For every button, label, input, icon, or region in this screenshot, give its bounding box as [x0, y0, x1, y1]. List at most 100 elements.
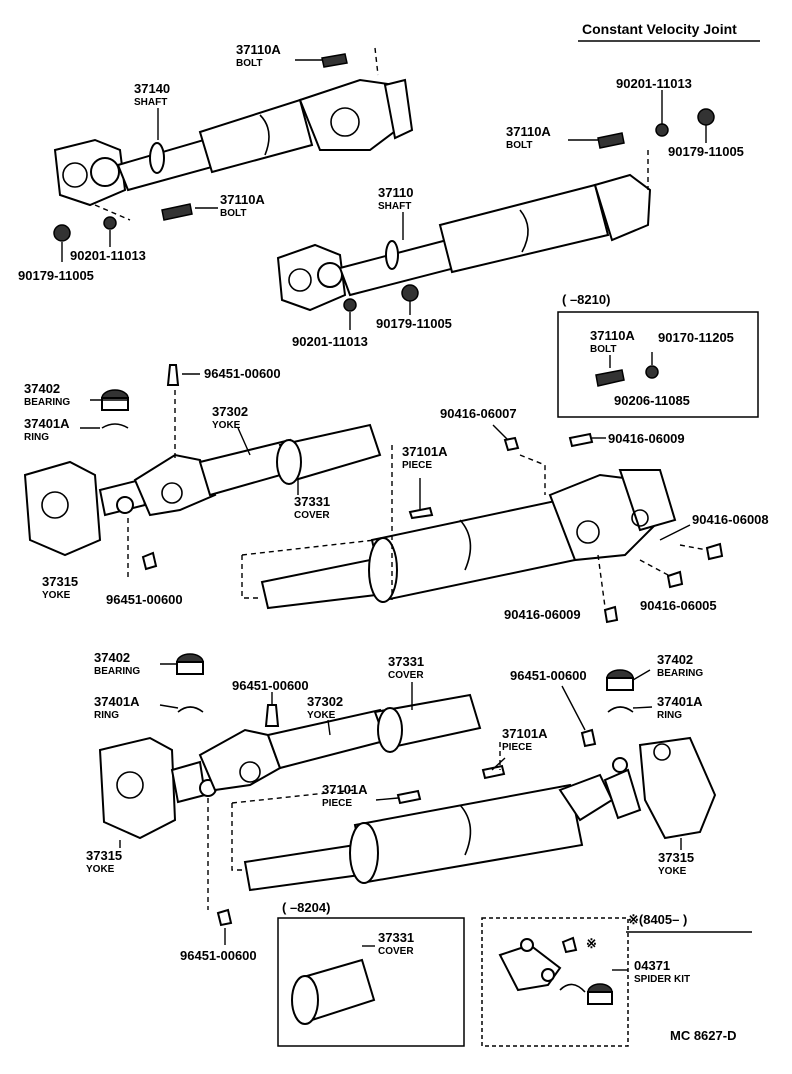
part-number: 90416-06005 — [640, 598, 717, 613]
labels-group2: 90201-11013 37110A BOLT 90179-11005 3711… — [292, 76, 744, 349]
leader-line — [632, 706, 653, 709]
part-name: YOKE — [307, 710, 336, 721]
part-name: BOLT — [590, 344, 616, 355]
shaft-assembly-37140 — [53, 47, 414, 262]
grease-fitting-icon — [666, 570, 684, 589]
ring-icon — [559, 983, 586, 993]
grease-fitting-icon — [166, 364, 180, 386]
diagram-title: Constant Velocity Joint — [582, 21, 737, 37]
part-name: BEARING — [94, 666, 140, 677]
part-name: BOLT — [236, 58, 262, 69]
labels-group3: 96451-00600 37402 BEARING 37401A RING 37… — [24, 366, 769, 622]
cover-lip — [377, 707, 403, 753]
nut-icon — [645, 365, 659, 379]
part-number: 37110 — [378, 185, 413, 200]
cover-lip — [276, 439, 302, 485]
part-number: 37101A — [502, 726, 548, 741]
part-name: SPIDER KIT — [634, 974, 690, 985]
part-name: YOKE — [42, 590, 71, 601]
yoke-bore — [161, 482, 183, 504]
flange-hole — [653, 743, 671, 761]
flange-bore — [116, 771, 144, 799]
part-number: 96451-00600 — [204, 366, 281, 381]
part-number: 90179-11005 — [376, 316, 452, 331]
part-name: COVER — [294, 510, 330, 521]
part-number: 90201-11013 — [70, 248, 146, 263]
ring-icon — [607, 706, 634, 713]
spline-shaft — [243, 843, 362, 892]
tube-cut — [459, 519, 472, 571]
part-number: 90170-11205 — [658, 330, 734, 345]
part-number: 37101A — [402, 444, 448, 459]
part-number: 96451-00600 — [510, 668, 587, 683]
leader-line — [374, 47, 379, 76]
part-number: 37402 — [24, 381, 60, 396]
inset-8405: ※(8405– ) ※ 04371 SPIDER KIT — [481, 912, 752, 1047]
part-number: 37110A — [220, 192, 265, 207]
part-number: 37101A — [322, 782, 368, 797]
flange-bore — [41, 491, 69, 519]
inset-range: ※(8405– ) — [628, 912, 687, 927]
tube-end — [349, 822, 379, 884]
cv-flange — [618, 469, 677, 532]
inset-range: ( –8204) — [282, 900, 330, 915]
leader-line — [491, 757, 506, 771]
part-name: PIECE — [322, 798, 352, 809]
part-name: YOKE — [212, 420, 241, 431]
nut-icon — [343, 298, 357, 312]
cv-joint-right — [593, 173, 652, 242]
spline-shaft — [260, 558, 378, 610]
ring-icon — [177, 706, 204, 713]
nut-icon — [53, 224, 71, 242]
spider-cap — [520, 938, 534, 952]
piece-icon — [396, 789, 422, 805]
ring-icon — [101, 423, 129, 429]
flange-yoke — [23, 460, 102, 557]
leader-line — [231, 803, 245, 871]
shaft-ring — [385, 240, 399, 270]
flange-yoke — [638, 736, 717, 840]
leader-line — [659, 524, 691, 541]
spider-cap — [541, 968, 555, 982]
part-name: YOKE — [86, 864, 115, 875]
flange-bore — [62, 162, 88, 188]
grease-fitting-icon — [503, 436, 520, 452]
spider — [170, 760, 207, 804]
grease-fitting-icon — [705, 542, 724, 561]
flange-hole — [631, 509, 649, 527]
flange-left — [53, 138, 127, 207]
leader-line — [231, 789, 356, 804]
diagram-code: MC 8627-D — [670, 1028, 736, 1043]
bearing-body — [101, 397, 129, 411]
part-name: YOKE — [658, 866, 687, 877]
part-number: 96451-00600 — [106, 592, 183, 607]
part-number: 37401A — [657, 694, 703, 709]
leader-line — [492, 424, 509, 441]
nut-icon — [655, 123, 669, 137]
flange-yoke — [98, 736, 177, 840]
inset-frame — [277, 917, 465, 1047]
spider-cap — [612, 757, 628, 773]
part-number: 37315 — [86, 848, 122, 863]
part-number: 37315 — [658, 850, 694, 865]
nut-icon — [401, 284, 419, 302]
part-name: COVER — [378, 946, 414, 957]
inset-frame-dashed — [481, 917, 629, 1047]
leader-line — [519, 454, 546, 495]
part-number: 37110A — [506, 124, 551, 139]
part-number: 37140 — [134, 81, 170, 96]
bearing-body — [176, 661, 204, 675]
shaft-tube — [370, 498, 577, 602]
propeller-shaft-assembly-upper — [23, 364, 724, 624]
shaft-assembly-37110 — [276, 90, 715, 330]
spider-kit-icon — [498, 943, 562, 992]
yoke-bore — [239, 761, 261, 783]
inset-8204: ( –8204) 37331 COVER — [277, 900, 465, 1047]
part-number: 90206-11085 — [614, 393, 690, 408]
bolt-icon — [597, 132, 625, 149]
part-number: 90416-06007 — [440, 406, 517, 421]
spider — [603, 768, 642, 820]
part-number: 37402 — [94, 650, 130, 665]
